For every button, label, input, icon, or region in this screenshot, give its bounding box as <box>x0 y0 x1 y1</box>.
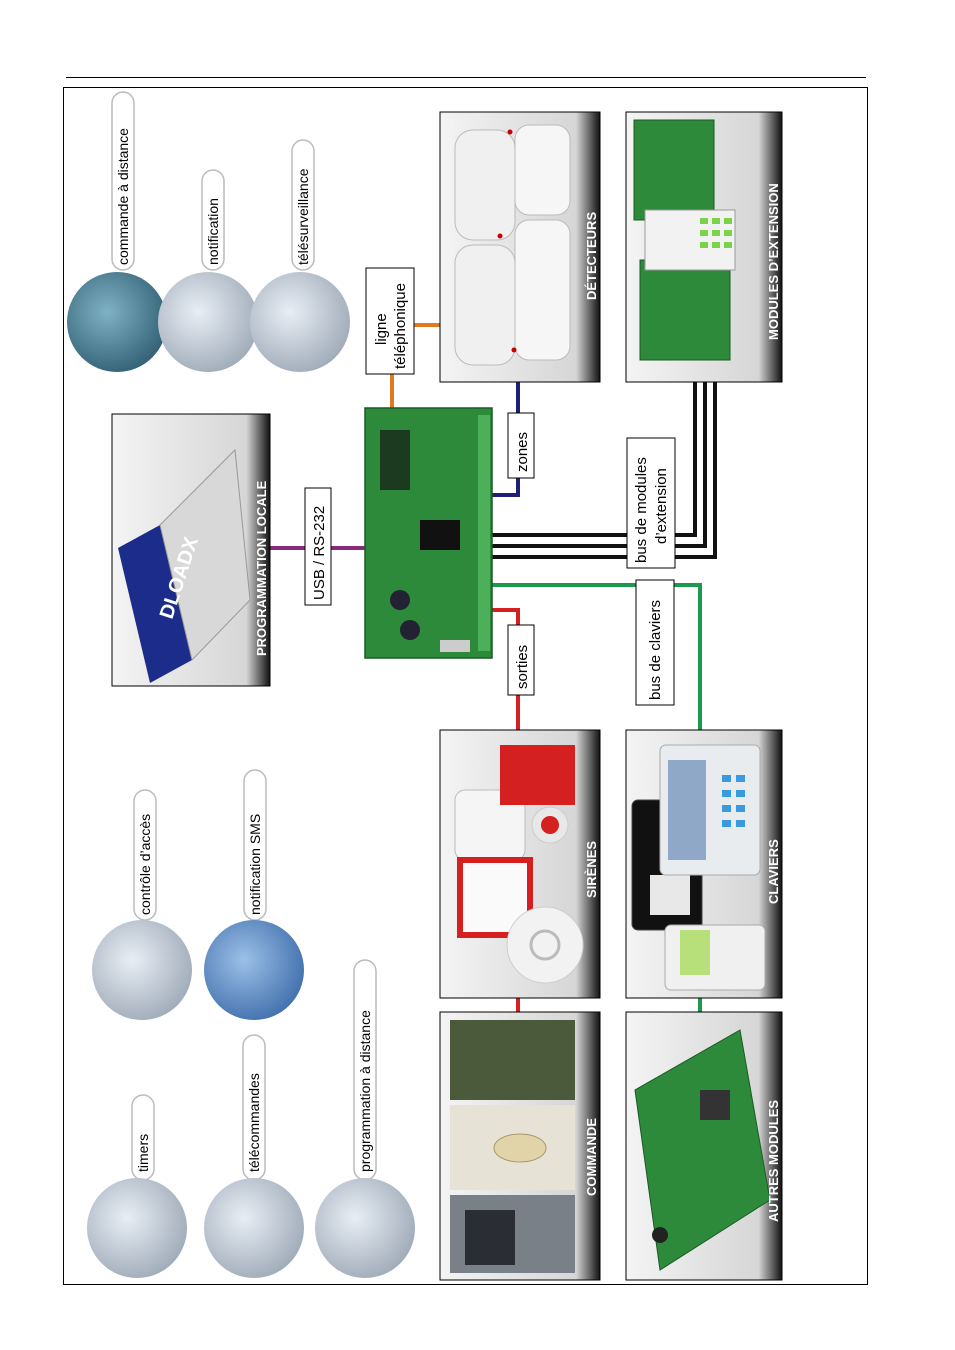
phone-label-box: ligne téléphonique <box>365 267 415 375</box>
expansion-modules-panel: MODULES D’EXTENSION <box>625 111 783 383</box>
phone-label-line2: téléphonique <box>392 283 409 369</box>
feature-access-control: contrôle d’accès <box>92 789 192 1020</box>
feature-label-telemonitoring: télésurveillance <box>295 168 311 265</box>
feature-remote-programming: programmation à distance <box>315 959 415 1278</box>
panel-label-expansion-modules: MODULES D’EXTENSION <box>766 183 781 340</box>
diagram-frame <box>63 87 868 1285</box>
expansion-bus-label-box: bus de modules d’extension <box>626 437 676 569</box>
detectors-panel: DÉTECTEURS <box>439 111 601 383</box>
outputs-label-box: sorties <box>507 624 535 696</box>
feature-remote-controls: télécommandes <box>204 1034 304 1278</box>
phone-label-line1: ligne <box>373 313 390 345</box>
feature-remote-control: commande à distance <box>67 91 167 372</box>
keypad-bus-wire <box>492 583 702 1012</box>
expansion-bus-wire <box>492 381 717 559</box>
control-outputs-panel: COMMANDE <box>439 1011 601 1281</box>
other-modules-panel: AUTRES MODULES <box>625 1011 783 1281</box>
zones-label-box: zones <box>507 412 535 479</box>
feature-label-sms-notification: notification SMS <box>247 814 263 915</box>
panel-label-control: COMMANDE <box>584 1118 599 1196</box>
usb-label: USB / RS-232 <box>311 506 328 600</box>
feature-label-remote-programming: programmation à distance <box>357 1010 373 1172</box>
feature-label-access-control: contrôle d’accès <box>137 814 153 915</box>
usb-label-box: USB / RS-232 <box>304 487 332 606</box>
expansion-bus-label-line2: d’extension <box>653 468 670 544</box>
feature-telemonitoring: télésurveillance <box>250 139 350 372</box>
feature-label-remote-control: commande à distance <box>115 128 131 265</box>
feature-timers: timers <box>87 1094 187 1278</box>
feature-sms-notification: notification SMS <box>204 769 304 1020</box>
feature-label-notification: notification <box>205 198 221 265</box>
panel-label-detectors: DÉTECTEURS <box>584 212 599 300</box>
header-rule <box>66 77 866 78</box>
feature-label-remote-controls: télécommandes <box>246 1073 262 1172</box>
panel-label-local-programming: PROGRAMMATION LOCALE <box>254 480 269 656</box>
sirens-panel: SIRÈNES <box>439 729 601 999</box>
keypad-bus-label: bus de claviers <box>647 600 664 700</box>
panel-label-sirens: SIRÈNES <box>584 841 599 898</box>
expansion-bus-label-line1: bus de modules <box>633 457 650 563</box>
panel-label-keypads: CLAVIERS <box>766 839 781 904</box>
feature-notification: notification <box>158 169 258 372</box>
panel-label-other-modules: AUTRES MODULES <box>766 1100 781 1222</box>
control-panel-board <box>364 407 493 659</box>
feature-label-timers: timers <box>135 1134 151 1172</box>
local-programming-panel: DLOADX PROGRAMMATION LOCALE <box>111 413 271 687</box>
zones-label: zones <box>514 432 531 472</box>
keypads-panel: CLAVIERS <box>625 729 783 999</box>
keypad-bus-label-box: bus de claviers <box>635 579 675 706</box>
outputs-label: sorties <box>514 645 531 689</box>
